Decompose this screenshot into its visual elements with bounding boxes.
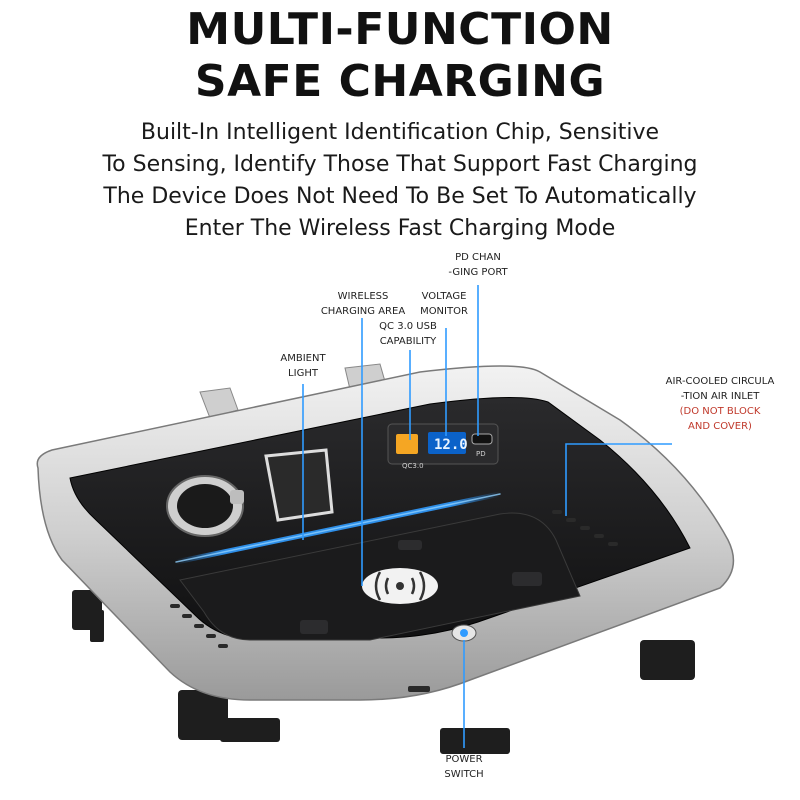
cup-holder xyxy=(166,475,244,537)
description-line-3: The Device Does Not Need To Be Set To Au… xyxy=(103,184,697,209)
wireless-charger-illustration: QC3.0 12.0 PD xyxy=(36,285,735,754)
voltage-display: 12.0 xyxy=(434,437,468,453)
description-line-4: Enter The Wireless Fast Charging Mode xyxy=(184,216,616,241)
power-switch xyxy=(451,624,477,642)
mounting-brackets xyxy=(72,590,695,754)
pd-label: PD xyxy=(476,450,486,458)
callout-wireless-area: WIRELESS CHARGING AREA xyxy=(320,291,406,317)
callout-lines xyxy=(302,285,672,748)
description-line-1: Built-In Intelligent Identification Chip… xyxy=(140,120,660,145)
callout-pd-port: PD CHAN -GING PORT xyxy=(448,252,508,278)
rubber-grips xyxy=(300,540,542,634)
callout-ambient-light: AMBIENT LIGHT xyxy=(280,353,326,379)
headline-line-2: SAFE CHARGING xyxy=(194,56,606,107)
storage-slot xyxy=(264,448,334,522)
callout-air-inlet: AIR-COOLED CIRCULA -TION AIR INLET (DO N… xyxy=(665,376,775,432)
callout-qc-usb: QC 3.0 USB CAPABILITY xyxy=(379,321,437,347)
air-vents xyxy=(170,510,618,692)
headline-line-1: MULTI-FUNCTION xyxy=(186,4,614,55)
callout-power-switch: POWER SWITCH xyxy=(444,754,484,780)
description-line-2: To Sensing, Identify Those That Support … xyxy=(102,152,698,177)
qc-label: QC3.0 xyxy=(402,462,424,470)
wireless-charging-icon xyxy=(362,568,438,604)
callout-voltage-monitor: VOLTAGE MONITOR xyxy=(420,291,468,317)
control-panel: QC3.0 12.0 PD xyxy=(387,423,499,470)
